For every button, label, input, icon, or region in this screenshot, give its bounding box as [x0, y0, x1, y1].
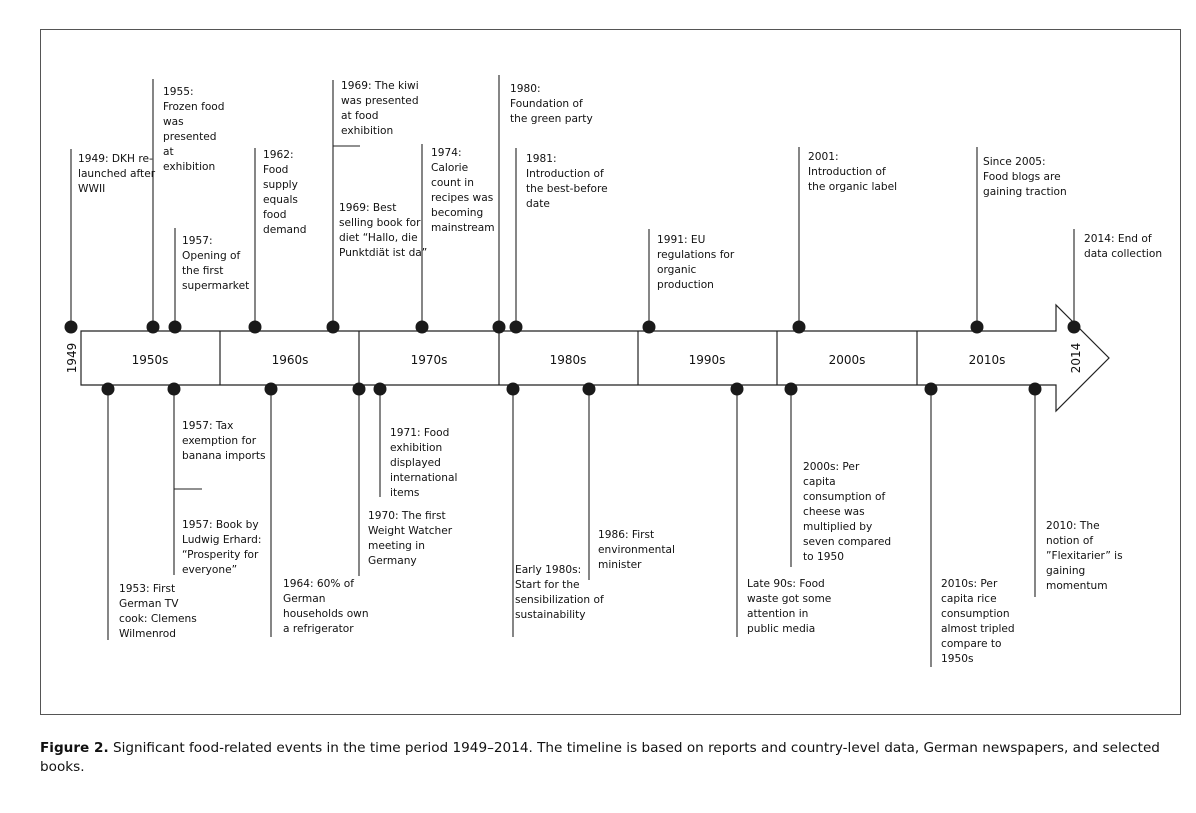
- event-label-1953-tv-cook: 1953: First German TV cook: Clemens Wilm…: [119, 583, 197, 640]
- start-year-label: 1949: [65, 343, 79, 374]
- event-label-1962-food-supply: 1962: Food supply equals food demand: [263, 149, 307, 236]
- connector-lines: [70, 75, 1075, 667]
- event-label-late-90s: Late 90s: Food waste got some attention …: [747, 578, 832, 635]
- event-markers: [64, 320, 1081, 396]
- event-label-2010-flexitarier: 2010: The notion of ”Flexitarier” is gai…: [1046, 520, 1123, 592]
- decade-label: 2010s: [969, 353, 1006, 367]
- event-label-1986-minister: 1986: First environmental minister: [598, 529, 675, 571]
- figure-frame: [40, 29, 1181, 715]
- decade-label: 1980s: [550, 353, 587, 367]
- end-year-label: 2014: [1069, 343, 1083, 374]
- event-label-1949-dkh: 1949: DKH re- launched after WWII: [78, 153, 156, 195]
- timeline-bar: [80, 303, 1110, 413]
- event-label-2010s-rice: 2010s: Per capita rice consumption almos…: [941, 578, 1015, 665]
- event-label-1980-green-party: 1980: Foundation of the green party: [510, 83, 593, 125]
- event-label-early-1980s: Early 1980s: Start for the sensibilizati…: [515, 564, 604, 621]
- event-label-1970-weight-watcher: 1970: The first Weight Watcher meeting i…: [368, 510, 453, 567]
- event-label-2014-end: 2014: End of data collection: [1084, 233, 1163, 260]
- event-label-1955-frozen-food: 1955: Frozen food was presented at exhib…: [163, 86, 225, 173]
- event-label-1969-kiwi: 1969: The kiwi was presented at food exh…: [341, 80, 419, 137]
- event-label-1957-supermarket: 1957: Opening of the first supermarket: [182, 235, 250, 292]
- event-label-1969-diet-book: 1969: Best selling book for diet “Hallo,…: [339, 202, 428, 259]
- decade-label: 1960s: [272, 353, 309, 367]
- figure-caption: Figure 2. Significant food-related event…: [40, 739, 1185, 777]
- event-label-1974-calorie-count: 1974: Calorie count in recipes was becom…: [431, 147, 495, 234]
- event-label-1957-erhard-book: 1957: Book by Ludwig Erhard: “Prosperity…: [182, 519, 262, 576]
- event-label-2001-organic-label: 2001: Introduction of the organic label: [808, 151, 898, 193]
- event-label-1981-best-before: 1981: Introduction of the best-before da…: [526, 153, 608, 210]
- event-label-2000s-cheese: 2000s: Per capita consumption of cheese …: [803, 461, 892, 563]
- event-label-2005-food-blogs: Since 2005: Food blogs are gaining tract…: [983, 156, 1067, 198]
- decade-label: 1970s: [411, 353, 448, 367]
- event-label-1964-refrigerator: 1964: 60% of German households own a ref…: [283, 578, 369, 635]
- event-label-1991-eu-regulations: 1991: EU regulations for organic product…: [657, 234, 735, 291]
- decade-label: 1950s: [132, 353, 169, 367]
- caption-text: Significant food-related events in the t…: [40, 740, 1160, 775]
- event-label-1971-food-exhibition: 1971: Food exhibition displayed internat…: [390, 427, 458, 499]
- caption-label: Figure 2.: [40, 740, 109, 756]
- decade-label: 1990s: [689, 353, 726, 367]
- decade-label: 2000s: [829, 353, 866, 367]
- event-label-1957-banana: 1957: Tax exemption for banana imports: [182, 420, 266, 462]
